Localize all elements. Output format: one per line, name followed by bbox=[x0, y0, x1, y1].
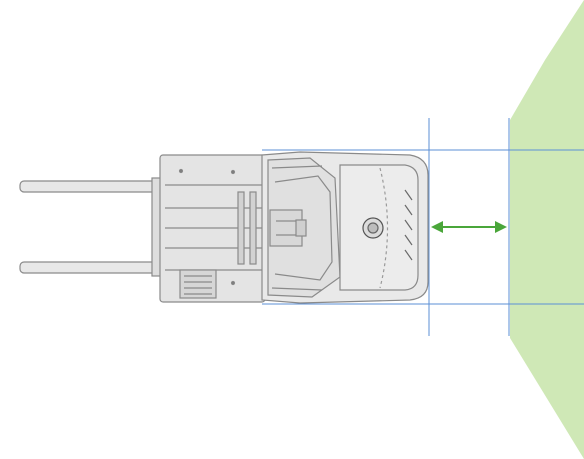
detection-zone bbox=[510, 0, 584, 459]
fork-upper bbox=[19, 180, 161, 193]
fork-lower bbox=[19, 261, 161, 274]
double-headed-arrow-icon bbox=[431, 221, 507, 233]
forklift-top-view-icon bbox=[19, 151, 429, 304]
guide-lines bbox=[262, 118, 584, 336]
